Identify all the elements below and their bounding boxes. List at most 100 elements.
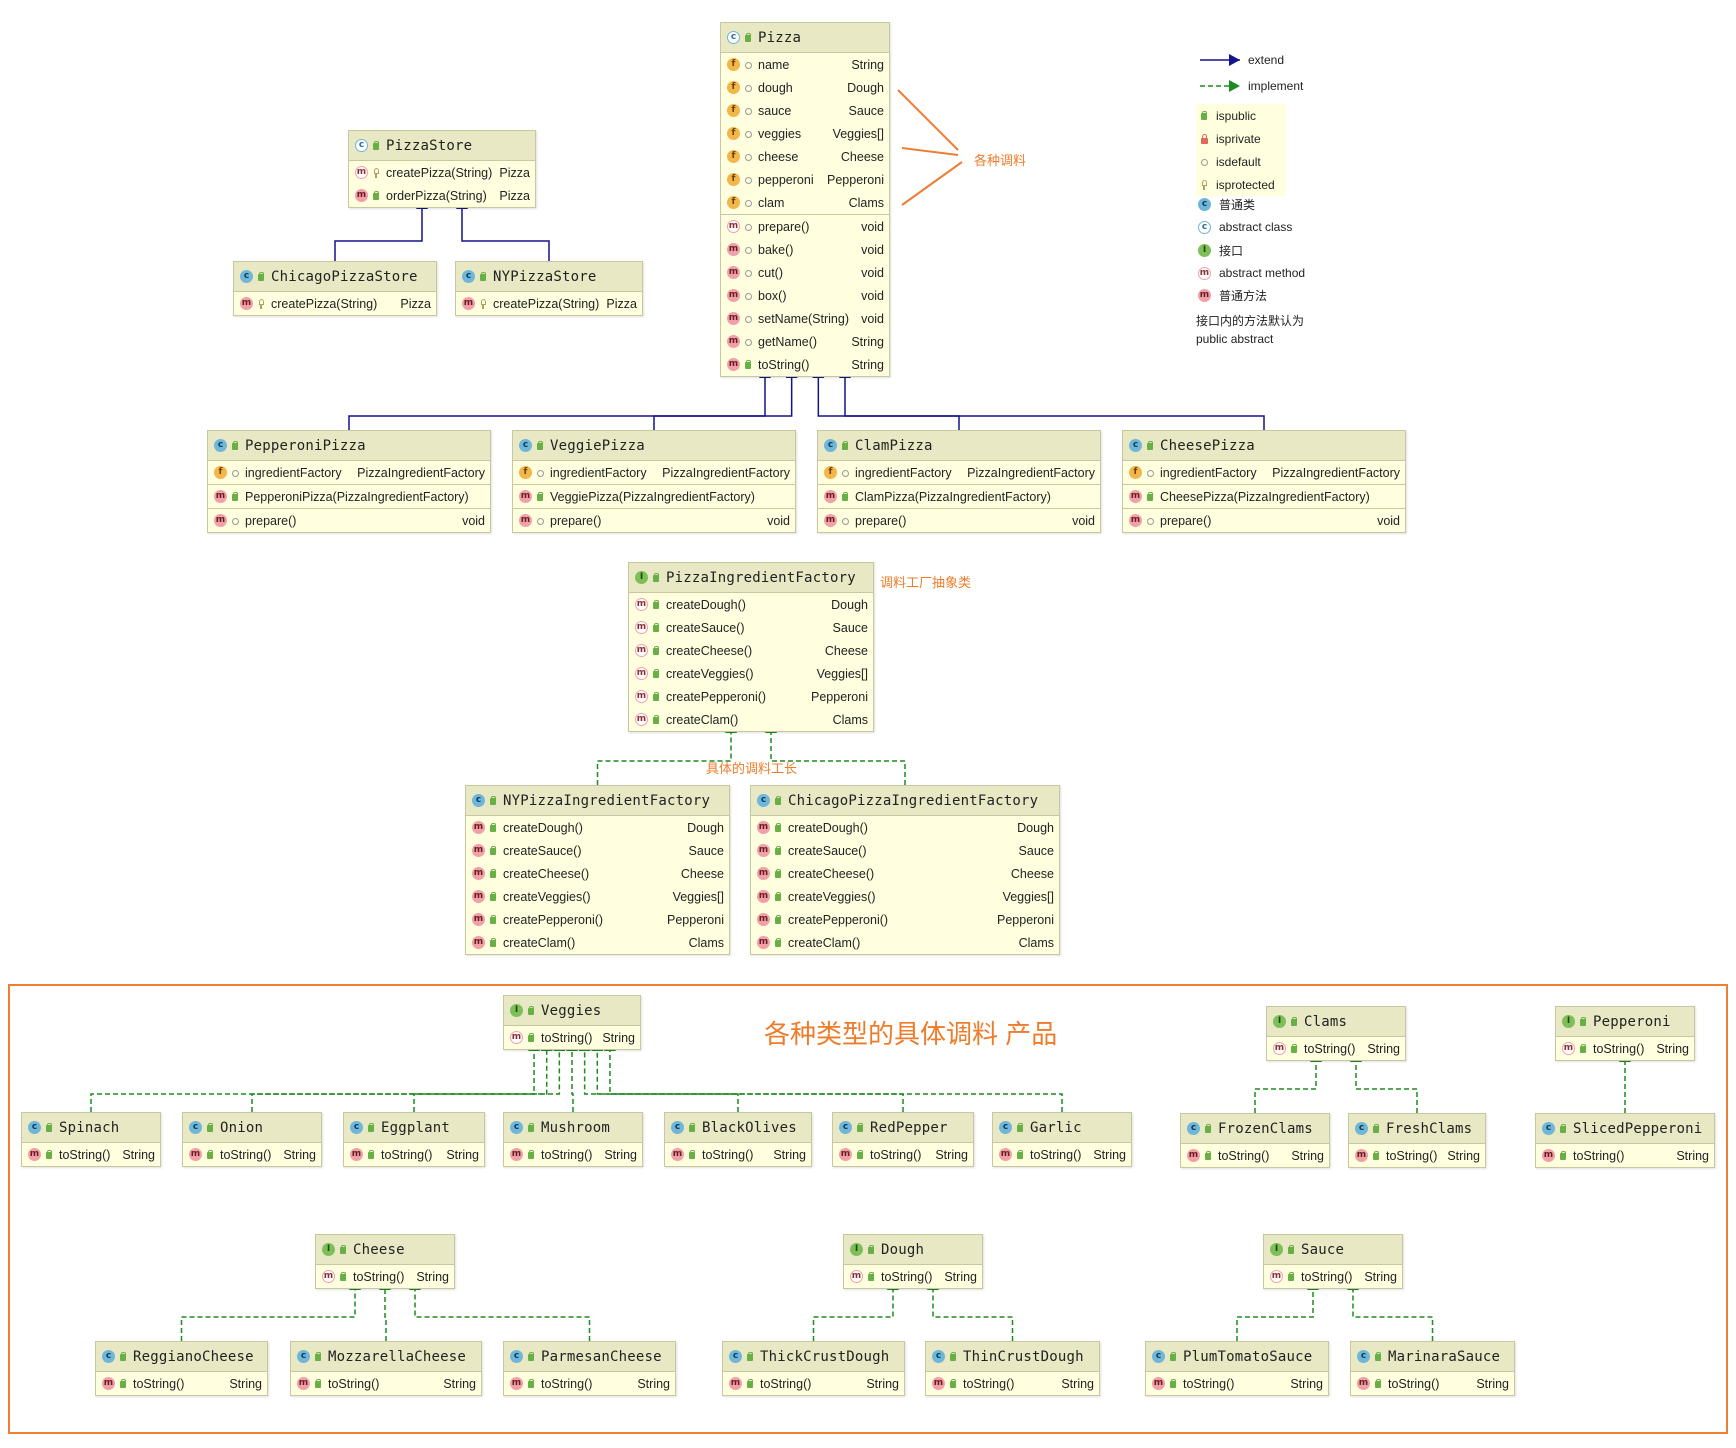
method-row[interactable]: mtoString()String [1146,1372,1328,1395]
class-box-chicagostore[interactable]: cChicagoPizzaStoremcreatePizza(String)Pi… [233,261,437,316]
method-row[interactable]: mcreateClam()Clams [751,931,1059,954]
method-row[interactable]: mtoString()String [504,1143,642,1166]
method-row[interactable]: mtoString()String [665,1143,811,1166]
class-box-mushroom[interactable]: cMushroommtoString()String [503,1112,643,1167]
field-row[interactable]: fingredientFactoryPizzaIngredientFactory [1123,461,1405,484]
class-box-thickcrustdough[interactable]: cThickCrustDoughmtoString()String [722,1341,905,1396]
method-row[interactable]: mcreateSauce()Sauce [466,839,729,862]
method-row[interactable]: mcreateClam()Clams [629,708,873,731]
method-row[interactable]: mcreateDough()Dough [629,593,873,616]
class-box-mozzarellacheese[interactable]: cMozzarellaCheesemtoString()String [290,1341,482,1396]
method-row[interactable]: mprepare()void [513,509,795,532]
field-row[interactable]: fclamClams [721,191,889,214]
class-box-freshclams[interactable]: cFreshClamsmtoString()String [1348,1113,1486,1168]
class-box-pepperonipizza[interactable]: cPepperoniPizzafingredientFactoryPizzaIn… [207,430,491,533]
method-row[interactable]: mtoString()String [504,1372,675,1395]
method-row[interactable]: mgetName()String [721,330,889,353]
class-box-factory[interactable]: IPizzaIngredientFactorymcreateDough()Dou… [628,562,874,732]
method-row[interactable]: mtoString()String [291,1372,481,1395]
method-row[interactable]: mtoString()String [1536,1144,1714,1167]
method-row[interactable]: mtoString()String [22,1143,160,1166]
method-row[interactable]: mtoString()String [316,1265,454,1288]
method-row[interactable]: mtoString()String [844,1265,982,1288]
method-row[interactable]: mcreateClam()Clams [466,931,729,954]
method-row[interactable]: mcreateCheese()Cheese [466,862,729,885]
field-row[interactable]: fnameString [721,53,889,76]
method-row[interactable]: mtoString()String [721,353,889,376]
class-box-veggiepizza[interactable]: cVeggiePizzafingredientFactoryPizzaIngre… [512,430,796,533]
method-row[interactable]: mtoString()String [183,1143,321,1166]
method-row[interactable]: mcreateCheese()Cheese [751,862,1059,885]
field-row[interactable]: fsauceSauce [721,99,889,122]
method-row[interactable]: mcreateVeggies()Veggies[] [629,662,873,685]
method-row[interactable]: mcreatePizza(String)Pizza [349,161,535,184]
method-row[interactable]: mtoString()String [1181,1144,1329,1167]
method-row[interactable]: mtoString()String [504,1026,640,1049]
method-row[interactable]: mCheesePizza(PizzaIngredientFactory) [1123,485,1405,508]
class-box-pizza[interactable]: cPizzafnameStringfdoughDoughfsauceSaucef… [720,22,890,377]
class-box-parmesancheese[interactable]: cParmesanCheesemtoString()String [503,1341,676,1396]
class-box-spinach[interactable]: cSpinachmtoString()String [21,1112,161,1167]
class-box-redpepper[interactable]: cRedPeppermtoString()String [832,1112,974,1167]
method-row[interactable]: mcreateVeggies()Veggies[] [466,885,729,908]
method-row[interactable]: morderPizza(String)Pizza [349,184,535,207]
method-row[interactable]: mtoString()String [926,1372,1099,1395]
field-row[interactable]: fingredientFactoryPizzaIngredientFactory [818,461,1100,484]
class-box-frozenclams[interactable]: cFrozenClamsmtoString()String [1180,1113,1330,1168]
method-row[interactable]: mPepperoniPizza(PizzaIngredientFactory) [208,485,490,508]
class-box-blackolives[interactable]: cBlackOlivesmtoString()String [664,1112,812,1167]
method-row[interactable]: mtoString()String [1351,1372,1514,1395]
class-box-clampizza[interactable]: cClamPizzafingredientFactoryPizzaIngredi… [817,430,1101,533]
class-box-cheesepizza[interactable]: cCheesePizzafingredientFactoryPizzaIngre… [1122,430,1406,533]
class-box-nystore[interactable]: cNYPizzaStoremcreatePizza(String)Pizza [455,261,643,316]
method-row[interactable]: mtoString()String [1264,1265,1402,1288]
method-row[interactable]: mtoString()String [96,1372,267,1395]
field-row[interactable]: fdoughDough [721,76,889,99]
method-row[interactable]: mbake()void [721,238,889,261]
class-box-eggplant[interactable]: cEggplantmtoString()String [343,1112,485,1167]
method-row[interactable]: mcreatePizza(String)Pizza [456,292,642,315]
method-row[interactable]: mtoString()String [1556,1037,1694,1060]
method-row[interactable]: mprepare()void [818,509,1100,532]
field-row[interactable]: fcheeseCheese [721,145,889,168]
method-row[interactable]: mtoString()String [723,1372,904,1395]
method-row[interactable]: mcreatePizza(String)Pizza [234,292,436,315]
method-row[interactable]: mtoString()String [1349,1144,1485,1167]
method-row[interactable]: mcreateSauce()Sauce [751,839,1059,862]
method-row[interactable]: mtoString()String [1267,1037,1405,1060]
class-box-plumtomatosauce[interactable]: cPlumTomatoSaucemtoString()String [1145,1341,1329,1396]
class-box-onion[interactable]: cOnionmtoString()String [182,1112,322,1167]
method-row[interactable]: mcreatePepperoni()Pepperoni [466,908,729,931]
class-box-slicedpepperoni[interactable]: cSlicedPepperonimtoString()String [1535,1113,1715,1168]
method-row[interactable]: mtoString()String [833,1143,973,1166]
method-row[interactable]: mcreatePepperoni()Pepperoni [629,685,873,708]
method-row[interactable]: mbox()void [721,284,889,307]
class-box-cheese[interactable]: ICheesemtoString()String [315,1234,455,1289]
method-row[interactable]: mtoString()String [993,1143,1131,1166]
method-row[interactable]: mcreatePepperoni()Pepperoni [751,908,1059,931]
method-row[interactable]: mClamPizza(PizzaIngredientFactory) [818,485,1100,508]
method-row[interactable]: mcreateDough()Dough [751,816,1059,839]
field-row[interactable]: fingredientFactoryPizzaIngredientFactory [513,461,795,484]
method-row[interactable]: mcreateCheese()Cheese [629,639,873,662]
class-box-nyfactory[interactable]: cNYPizzaIngredientFactorymcreateDough()D… [465,785,730,955]
method-row[interactable]: mcreateSauce()Sauce [629,616,873,639]
class-box-pizzastore[interactable]: cPizzaStoremcreatePizza(String)Pizzamord… [348,130,536,208]
method-row[interactable]: mprepare()void [208,509,490,532]
method-row[interactable]: mtoString()String [344,1143,484,1166]
class-box-sauce[interactable]: ISaucemtoString()String [1263,1234,1403,1289]
method-row[interactable]: mcreateDough()Dough [466,816,729,839]
class-box-dough[interactable]: IDoughmtoString()String [843,1234,983,1289]
method-row[interactable]: mprepare()void [721,215,889,238]
class-box-marinarasauce[interactable]: cMarinaraSaucemtoString()String [1350,1341,1515,1396]
class-box-veggies[interactable]: IVeggiesmtoString()String [503,995,641,1050]
field-row[interactable]: fveggiesVeggies[] [721,122,889,145]
class-box-pepperoni[interactable]: IPepperonimtoString()String [1555,1006,1695,1061]
method-row[interactable]: msetName(String)void [721,307,889,330]
method-row[interactable]: mVeggiePizza(PizzaIngredientFactory) [513,485,795,508]
class-box-chicagofactory[interactable]: cChicagoPizzaIngredientFactorymcreateDou… [750,785,1060,955]
method-row[interactable]: mcut()void [721,261,889,284]
field-row[interactable]: fingredientFactoryPizzaIngredientFactory [208,461,490,484]
field-row[interactable]: fpepperoniPepperoni [721,168,889,191]
class-box-clams[interactable]: IClamsmtoString()String [1266,1006,1406,1061]
